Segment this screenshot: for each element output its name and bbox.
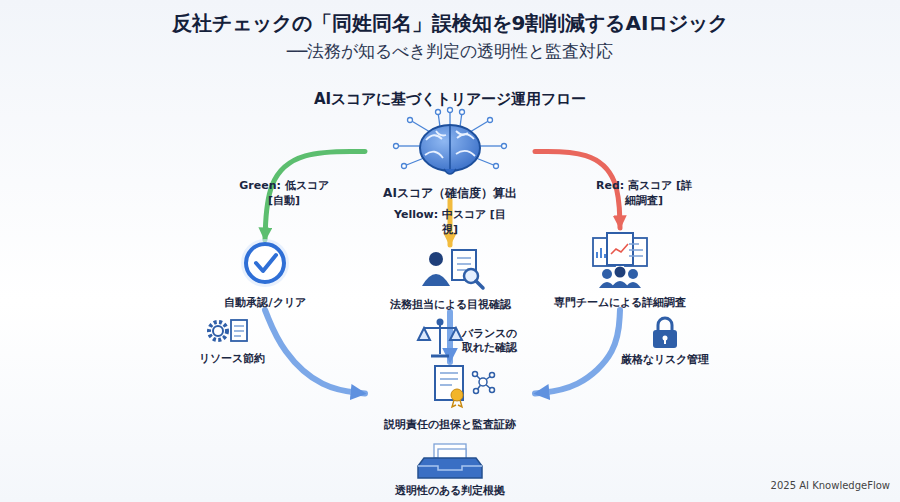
node-text: 自動承認/クリア bbox=[224, 296, 305, 310]
reviewer-icon bbox=[422, 250, 483, 288]
flow-connector bbox=[535, 310, 620, 394]
team-icon bbox=[593, 233, 647, 288]
flow-node: 厳格なリスク管理 bbox=[610, 315, 720, 367]
flow-connector bbox=[447, 312, 453, 362]
node-text: 法務担当による目視確認 bbox=[390, 298, 511, 312]
flow-node: 専門チームによる詳細調査 bbox=[550, 228, 690, 310]
node-text: 透明性のある判定根拠 bbox=[395, 484, 505, 498]
edge-label: Green: 低スコア [自動] bbox=[232, 178, 336, 208]
brain-icon bbox=[394, 108, 507, 175]
flow-node: バランスの取れた確認 bbox=[420, 320, 535, 362]
node-text: リソース節約 bbox=[199, 352, 265, 366]
gear-icon bbox=[209, 320, 247, 341]
section-heading: AIスコアに基づくトリアージ運用フロー bbox=[0, 90, 900, 109]
node-text: AIスコア（確信度）算出 bbox=[383, 186, 517, 200]
flow-node: リソース節約 bbox=[182, 318, 282, 366]
certificate-icon bbox=[435, 366, 495, 407]
flow-node: 透明性のある判定根拠 bbox=[375, 440, 525, 498]
check-icon bbox=[241, 239, 289, 287]
watermark: 2025 AI KnowledgeFlow bbox=[740, 480, 890, 491]
flow-node: 法務担当による目視確認 bbox=[380, 245, 520, 312]
flow-node: 説明責任の担保と監査証跡 bbox=[365, 362, 535, 432]
lock-icon bbox=[653, 318, 677, 348]
flow-connector bbox=[265, 310, 365, 394]
node-text: バランスの取れた確認 bbox=[462, 327, 522, 355]
flow-node: AIスコア（確信度）算出 bbox=[365, 112, 535, 200]
scales-icon bbox=[418, 320, 462, 357]
node-text: 説明責任の担保と監査証跡 bbox=[384, 418, 516, 432]
edge-label: Red: 高スコア [詳細調査] bbox=[594, 178, 694, 208]
node-text: 専門チームによる詳細調査 bbox=[554, 296, 686, 310]
flow-node: 自動承認/クリア bbox=[205, 240, 325, 310]
node-text: 厳格なリスク管理 bbox=[621, 353, 709, 367]
subtitle: ──法務が知るべき判定の透明性と監査対応 bbox=[0, 40, 900, 63]
edge-label: Yellow: 中スコア [目視] bbox=[394, 207, 506, 237]
tray-icon bbox=[418, 444, 482, 478]
diagram-title: 反社チェックの「同姓同名」誤検知を9割削減するAIロジック bbox=[0, 10, 900, 37]
flow-connector bbox=[448, 200, 453, 245]
